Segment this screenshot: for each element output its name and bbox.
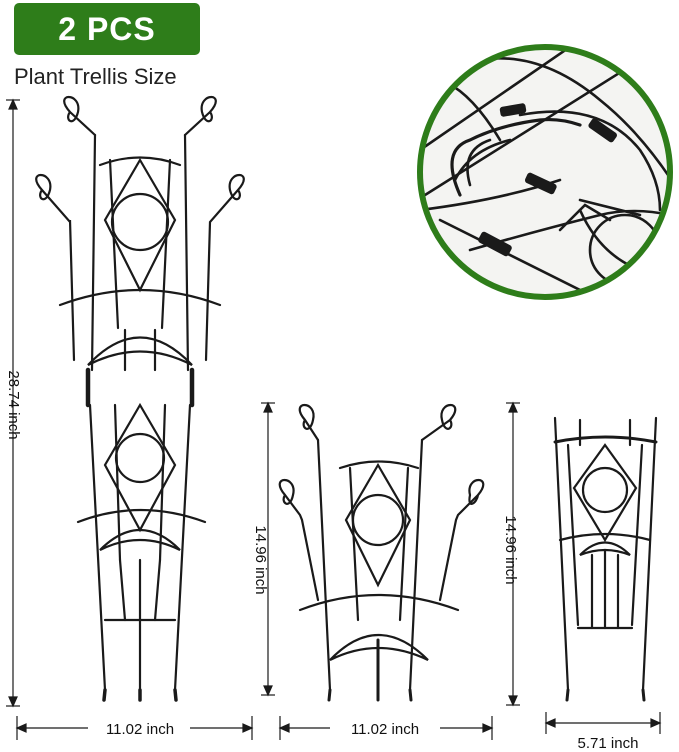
joint-detail-closeup (417, 44, 673, 300)
large-width-label: 11.02 inch (106, 721, 174, 738)
medium-height-label: 14.96 inch (252, 525, 269, 594)
medium-height-dimension (261, 401, 275, 697)
medium-width-label: 11.02 inch (351, 721, 419, 738)
small-height-label: 14.96 inch (502, 515, 519, 584)
small-trellis-image (553, 416, 658, 702)
large-width-dimension (15, 716, 254, 740)
small-height-dimension (506, 401, 520, 707)
small-width-dimension (544, 712, 662, 734)
size-title: Plant Trellis Size (14, 64, 177, 89)
quantity-badge: 2 PCS (14, 3, 200, 55)
large-height-label: 28.74 inch (5, 370, 22, 439)
large-height-dimension (6, 98, 20, 708)
small-width-label: 5.71 inch (578, 735, 639, 752)
large-trellis-image (35, 96, 245, 702)
medium-width-dimension (278, 716, 494, 740)
medium-trellis-image (278, 404, 485, 702)
